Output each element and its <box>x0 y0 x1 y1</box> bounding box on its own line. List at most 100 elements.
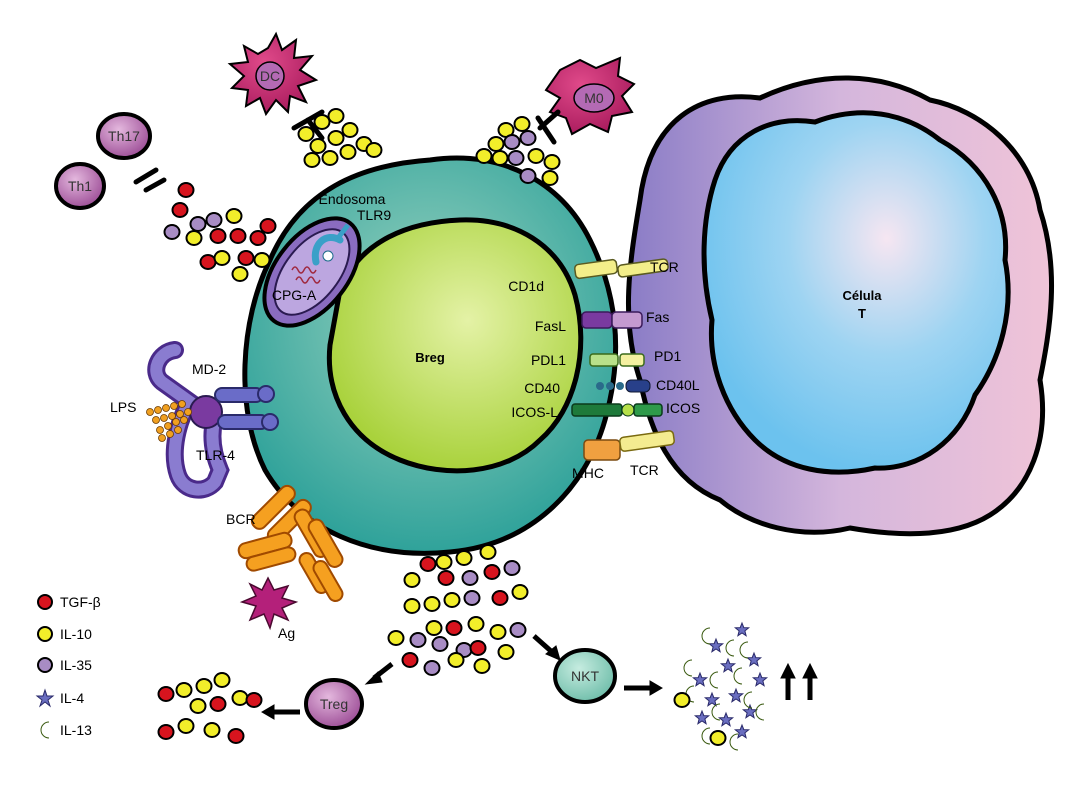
tgf-particle <box>491 590 509 606</box>
endosoma-label: Endosoma <box>319 191 386 207</box>
il4-particle <box>703 691 721 707</box>
t-cell-nucleus <box>701 110 1011 475</box>
tgf-particle <box>157 724 175 740</box>
il35-particle <box>519 168 537 184</box>
il10-particle <box>489 624 507 640</box>
receptor-right-cd40l: CD40L <box>656 377 700 393</box>
il10-particle <box>225 208 243 224</box>
il35-particle <box>461 570 479 586</box>
fasl-fas-complex <box>581 311 643 329</box>
il4-particle <box>693 709 711 725</box>
breg-cell: Breg Endosoma TLR9 CPG-A <box>242 155 619 556</box>
tgf-particle <box>445 620 463 636</box>
il10-particle <box>309 138 327 154</box>
nkt-cell: NKT <box>553 648 617 704</box>
il10-particle <box>185 230 203 246</box>
legend-swatch-il4 <box>35 688 55 708</box>
breg-nucleus <box>326 217 584 474</box>
tgf-particle <box>171 202 189 218</box>
legend: TGF-β IL-10 IL-35 IL-4 IL-13 <box>35 594 101 739</box>
lps-molecule <box>146 400 192 442</box>
il13-particle <box>683 659 693 677</box>
up-arrow-2 <box>802 662 818 700</box>
tgf-particle <box>437 570 455 586</box>
il13-particle <box>709 671 719 689</box>
lps-label: LPS <box>110 399 136 415</box>
il10-particle <box>513 116 531 132</box>
il4-particle <box>745 651 763 667</box>
legend-label-il35: IL-35 <box>60 657 92 673</box>
legend-swatch-il10 <box>37 626 53 642</box>
il10-particle <box>435 554 453 570</box>
il10-particle <box>455 550 473 566</box>
m0-inhibition <box>535 109 561 145</box>
receptor-left-fasl: FasL <box>535 318 566 334</box>
il4-particle <box>717 711 735 727</box>
il13-particle <box>755 703 765 721</box>
up-arrow-1 <box>780 662 796 700</box>
il13-particle <box>685 685 695 703</box>
il10-particle <box>527 148 545 164</box>
t-cell: Célula T <box>625 75 1055 537</box>
legend-label-il10: IL-10 <box>60 626 92 642</box>
il13-particle <box>733 667 743 685</box>
m0-label: M0 <box>584 90 604 106</box>
il10-particle <box>213 250 231 266</box>
tlr9-label: TLR9 <box>357 207 391 223</box>
il4-particle <box>733 621 751 637</box>
il35-particle <box>163 224 181 240</box>
il35-particle <box>519 130 537 146</box>
md2-label: MD-2 <box>192 361 226 377</box>
il10-particle <box>303 152 321 168</box>
cpg-dna <box>291 266 321 284</box>
il10-particle <box>321 150 339 166</box>
receptor-pairs: CD1d FasL PDL1 CD40 ICOS-L MHC TCR Fas P… <box>508 258 700 481</box>
il10-particle <box>425 620 443 636</box>
legend-swatch-il13 <box>40 721 50 739</box>
il13-particle <box>711 703 721 721</box>
receptor-left-pdl1: PDL1 <box>531 352 566 368</box>
il13-particle <box>739 641 749 659</box>
nkt-label: NKT <box>571 668 599 684</box>
il13-particle <box>743 691 753 709</box>
il10-particle <box>313 114 331 130</box>
il10-particle <box>443 592 461 608</box>
cd1d-tcr-complex <box>573 258 669 280</box>
cpg-label: CPG-A <box>272 287 317 303</box>
tgf-particle <box>199 254 217 270</box>
il10-particle <box>365 142 383 158</box>
il10-particle <box>327 108 345 124</box>
receptor-right-fas: Fas <box>646 309 669 325</box>
il13-particle <box>725 639 735 657</box>
treg-label: Treg <box>320 696 348 712</box>
legend-label-il13: IL-13 <box>60 722 92 738</box>
icosl-icos-complex <box>571 403 663 417</box>
il10-particle <box>543 154 561 170</box>
cd40-cd40l-complex <box>596 379 651 393</box>
celula-label: Célula <box>842 288 882 303</box>
dc-inhibition <box>291 109 325 141</box>
arrows <box>261 634 818 720</box>
tgf-particle <box>227 728 245 744</box>
il35-particle <box>503 560 521 576</box>
t-label: T <box>858 306 866 321</box>
th1-label: Th1 <box>68 178 92 194</box>
pdl1-pd1-complex <box>589 353 645 367</box>
arrow-to-treg <box>364 662 394 685</box>
il13-particle <box>701 627 711 645</box>
arrow-nkt-out <box>624 680 663 696</box>
receptor-right-tcr: TCR <box>650 259 679 275</box>
legend-label-tgf: TGF-β <box>60 594 101 610</box>
il13-particle <box>701 727 711 745</box>
il10-particle <box>403 572 421 588</box>
treg-cell: Treg <box>304 678 364 730</box>
il35-particle <box>431 636 449 652</box>
il4-particle <box>707 637 725 653</box>
il10-particle <box>541 170 559 186</box>
th1-cell: Th1 <box>54 162 106 210</box>
il10-particle <box>297 126 315 142</box>
bcr-label: BCR <box>226 511 256 527</box>
il10-particle <box>447 652 465 668</box>
dc-label: DC <box>260 68 280 84</box>
